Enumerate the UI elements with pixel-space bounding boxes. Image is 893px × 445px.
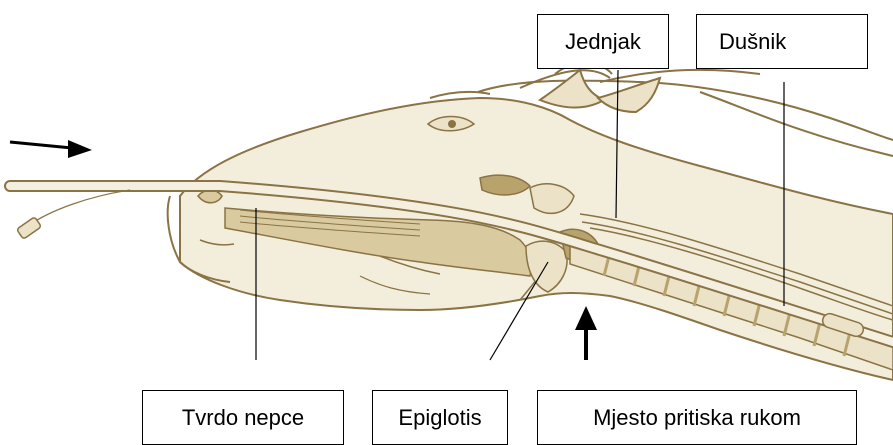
label-tvrdo-nepce-text: Tvrdo nepce [182,407,304,429]
label-mjesto-pritiska-rukom: Mjesto pritiska rukom [537,390,857,445]
pressure-arrow [575,306,597,360]
ear [540,70,660,112]
label-tvrdo-nepce: Tvrdo nepce [142,390,344,445]
label-dusnik-text: Dušnik [719,31,786,53]
label-epiglotis: Epiglotis [372,390,508,445]
label-mjesto-pritiska-rukom-text: Mjesto pritiska rukom [593,407,801,429]
tube-funnel [17,190,130,239]
label-epiglotis-text: Epiglotis [398,407,481,429]
insertion-arrow [10,140,92,158]
label-dusnik: Dušnik [696,14,868,69]
label-jednjak-text: Jednjak [565,31,641,53]
label-jednjak: Jednjak [537,14,669,69]
